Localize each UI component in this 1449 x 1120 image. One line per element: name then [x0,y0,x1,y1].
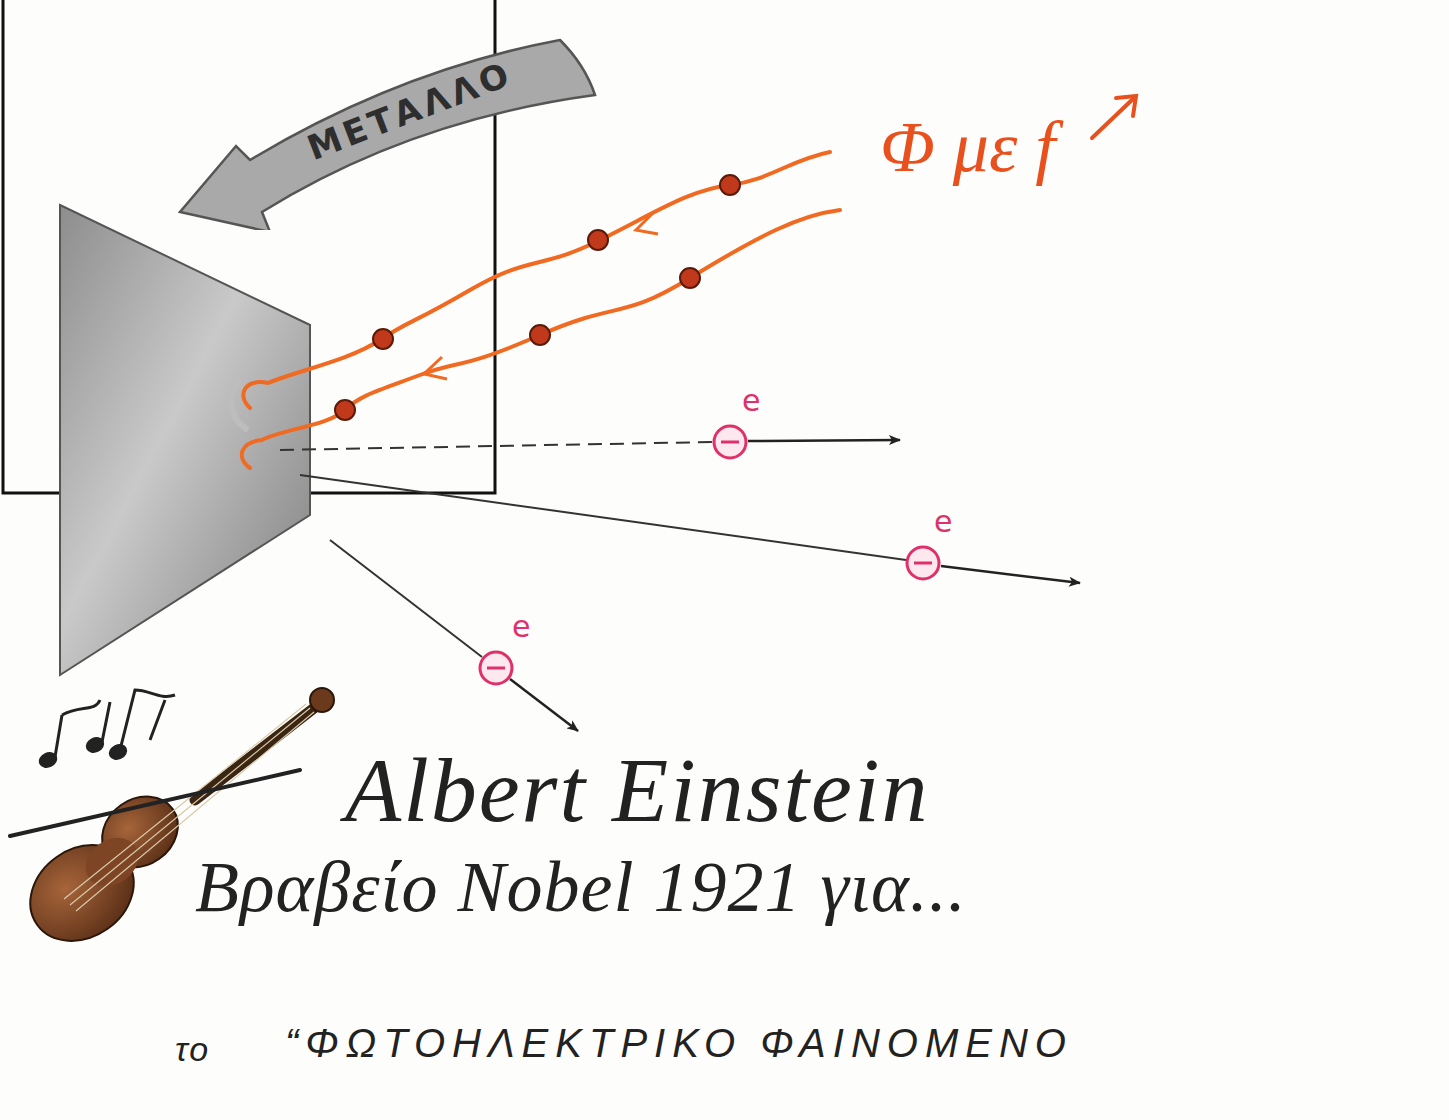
caption-line: “ΦΩΤΟΗΛΕΚΤΡΙΚΟ ΦΑΙΝΟΜΕΝΟ [285,1020,1073,1066]
minus-sign [914,562,932,565]
electron-symbols [480,426,939,684]
note-flag [62,700,100,715]
electron-path [300,475,906,560]
electron-label: e [512,610,530,645]
wave-arrow [424,357,447,379]
violin-body [76,828,147,896]
note-stem [150,700,165,740]
photon-dot [588,230,608,250]
electron-circle [480,652,512,684]
metal-arrow-band: ΜΕΤΑΛΛΟ [175,30,605,230]
electron-circle [714,426,746,458]
note-head [108,743,128,761]
note-stem [102,702,110,742]
increase-arrow [1092,98,1134,138]
note-stem [55,715,62,757]
electron-label: e [934,505,952,540]
electron-label: e [742,384,760,419]
minus-sign [487,667,505,670]
minus-sign [721,441,739,444]
violin-bow [10,770,300,836]
violin-body [12,825,153,960]
wave-arrow [636,214,658,234]
title-text: Albert Einstein [345,738,929,844]
photon-label: Φ με f [880,106,1055,189]
photon-dot [530,325,550,345]
caption-article: το [175,1030,210,1069]
electron-arrow [510,679,578,731]
electron-arrow [941,566,1080,583]
electron-circle [907,547,939,579]
music-notes [38,690,175,769]
photon-dot [335,400,355,420]
note-stem [120,690,175,750]
photon-dot [373,329,393,349]
photon-wave [242,210,840,468]
arrow-shape [180,40,595,230]
photon-wave [243,152,830,408]
violin-scroll [310,688,334,712]
photon-dot [680,268,700,288]
electron-path [280,442,712,450]
electron-arrow [748,440,900,441]
award-line: Βραβείο Nobel 1921 για... [195,846,967,929]
metal-plate [60,205,310,675]
increase-arrow [1116,96,1136,116]
photon-dot [720,175,740,195]
electron-path [330,540,482,657]
photon-dots [335,175,740,420]
